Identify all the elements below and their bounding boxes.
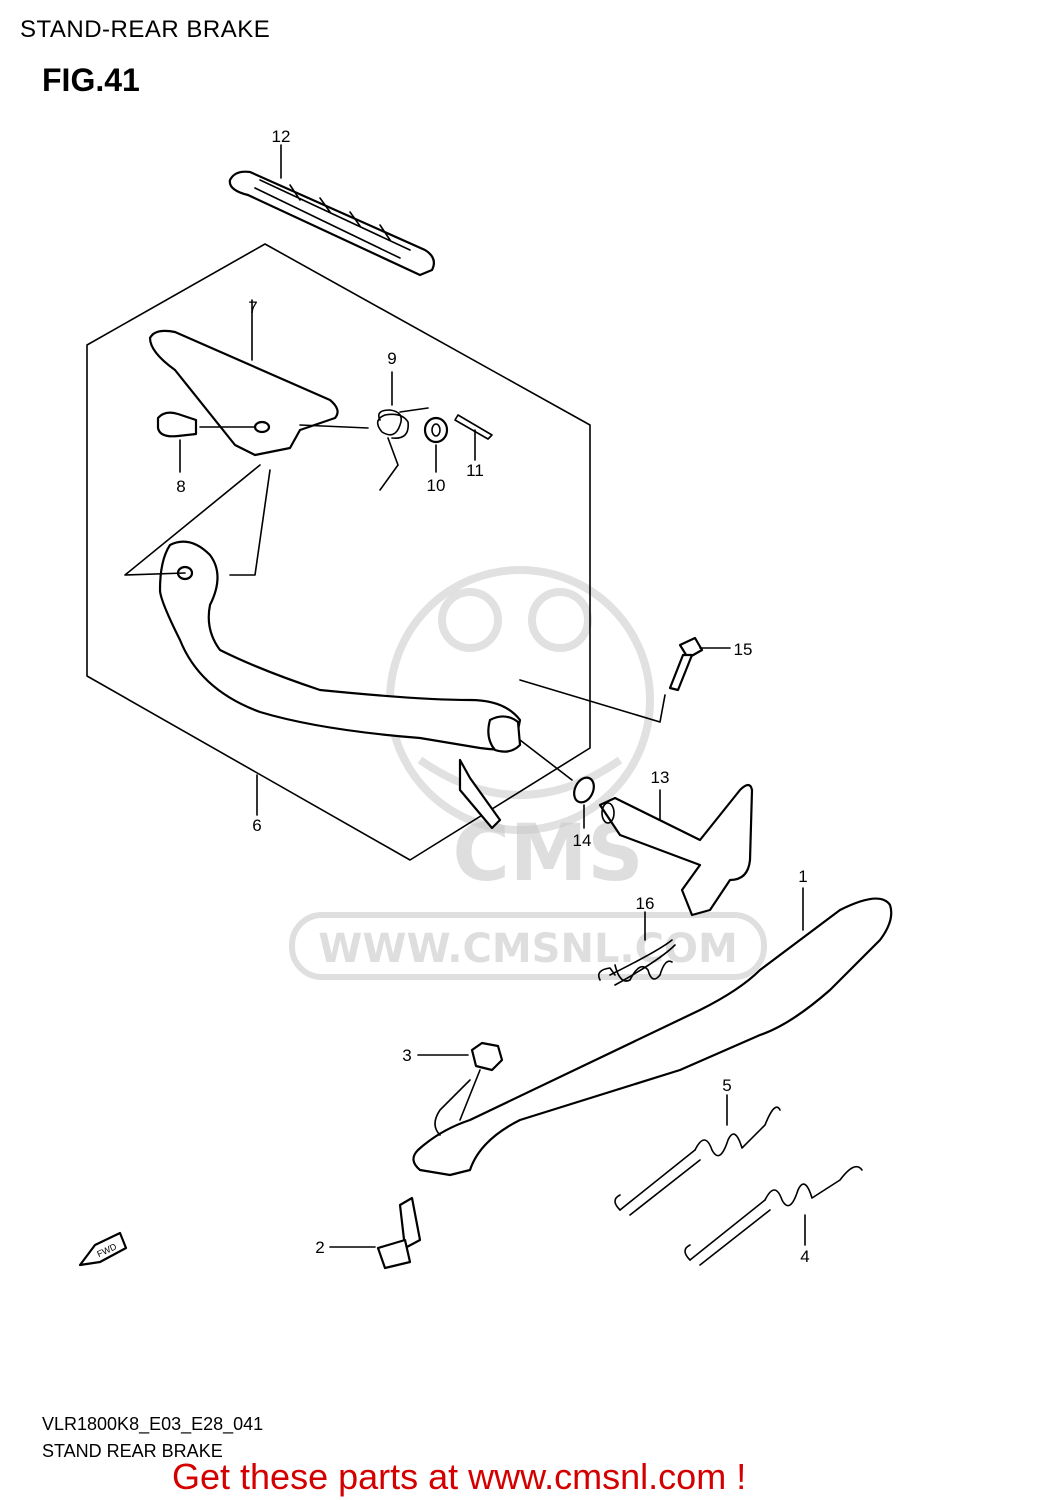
callout-10: 10 bbox=[427, 476, 446, 495]
figure-number: FIG.41 bbox=[42, 62, 140, 98]
callout-14: 14 bbox=[573, 831, 592, 850]
watermark-logo: CMS WWW.CMSNL.COM bbox=[289, 566, 767, 980]
callout-13: 13 bbox=[651, 768, 670, 787]
part-15-bolt bbox=[519, 636, 731, 723]
part-16-spring bbox=[597, 911, 676, 986]
part-5-spring bbox=[614, 1094, 781, 1216]
part-9-return-spring bbox=[376, 371, 429, 491]
assembly-outline bbox=[86, 243, 591, 861]
page-title: STAND-REAR BRAKE bbox=[20, 16, 271, 43]
callout-8: 8 bbox=[176, 477, 185, 496]
callout-5: 5 bbox=[722, 1076, 731, 1095]
callout-9: 9 bbox=[387, 349, 396, 368]
promo-link[interactable]: Get these parts at www.cmsnl.com ! bbox=[172, 1456, 747, 1497]
callout-1: 1 bbox=[798, 867, 807, 886]
part-2-pivot-bolt bbox=[329, 1196, 422, 1270]
watermark-url: WWW.CMSNL.COM bbox=[318, 926, 738, 972]
callout-16: 16 bbox=[636, 894, 655, 913]
part-8-clevis-pin bbox=[156, 411, 256, 473]
part-13-brake-shaft bbox=[598, 783, 754, 917]
part-11-cotter-pin bbox=[454, 414, 493, 461]
callout-15: 15 bbox=[734, 640, 753, 659]
callout-11: 11 bbox=[466, 461, 484, 480]
part-1-side-stand bbox=[412, 887, 893, 1177]
diagram-caption: STAND REAR BRAKE bbox=[42, 1441, 223, 1461]
callout-2: 2 bbox=[315, 1238, 324, 1257]
part-4-spring bbox=[684, 1165, 863, 1266]
part-3-nut bbox=[417, 1041, 504, 1121]
part-12-footrest-rubber bbox=[228, 144, 435, 277]
model-code: VLR1800K8_E03_E28_041 bbox=[42, 1414, 264, 1434]
forward-arrow-icon: FWD bbox=[78, 1231, 128, 1267]
callout-6: 6 bbox=[252, 816, 261, 835]
part-14-o-ring bbox=[519, 739, 595, 829]
callout-4: 4 bbox=[800, 1247, 809, 1266]
part-10-washer bbox=[423, 416, 449, 473]
callout-12: 12 bbox=[272, 127, 291, 146]
part-6-brake-pedal bbox=[124, 464, 522, 830]
callout-7: 7 bbox=[248, 298, 257, 317]
callout-3: 3 bbox=[402, 1046, 411, 1065]
